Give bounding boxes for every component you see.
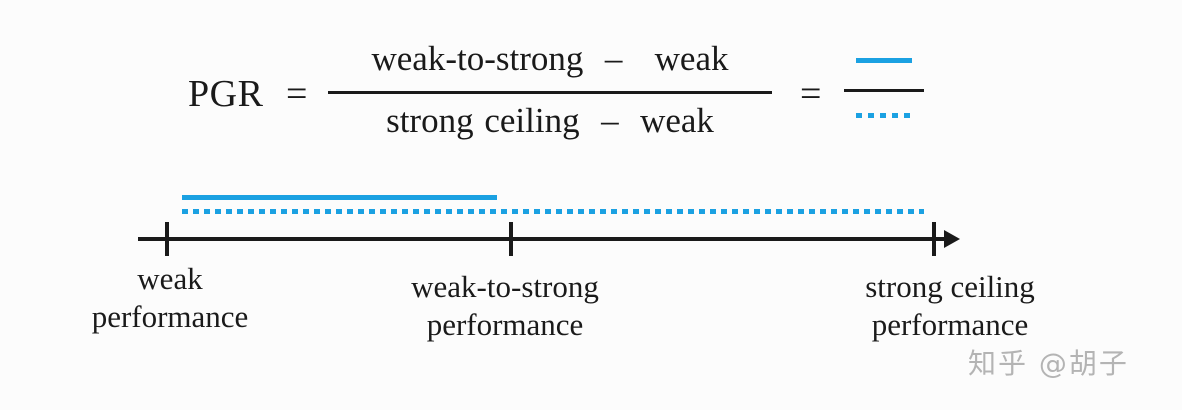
performance-axis [138,237,948,241]
fraction-numerator: weak-to-strong – weak [371,39,729,78]
tick-strong-ceiling [932,222,936,256]
label-line: strong ceiling [865,269,1035,304]
fraction-bar [328,91,772,94]
legend-dotted-line [856,113,912,118]
solid-segment-weak-to-strong [182,195,497,200]
watermark: 知乎 @胡子 [968,347,1129,380]
pgr-symbol: PGR [188,73,264,115]
label-line: weak-to-strong [411,269,599,304]
axis-arrow-icon [944,230,960,248]
label-line: performance [426,307,584,342]
equals-sign: = [286,73,308,115]
label-line: performance [871,307,1029,342]
label-line: performance [91,299,249,334]
legend-equals-sign: = [800,73,822,115]
legend-fraction-bar [844,89,924,92]
dotted-segment-strong-ceiling [182,209,924,214]
legend-solid-line [856,58,912,63]
tick-weak [165,222,169,256]
label-line: weak [137,261,203,296]
fraction-denominator: strong ceiling – weak [386,101,714,140]
label-weak-performance: weak performance [40,260,300,336]
label-weak-to-strong-performance: weak-to-strong performance [355,268,655,344]
tick-weak-to-strong [509,222,513,256]
label-strong-ceiling-performance: strong ceiling performance [810,268,1090,344]
